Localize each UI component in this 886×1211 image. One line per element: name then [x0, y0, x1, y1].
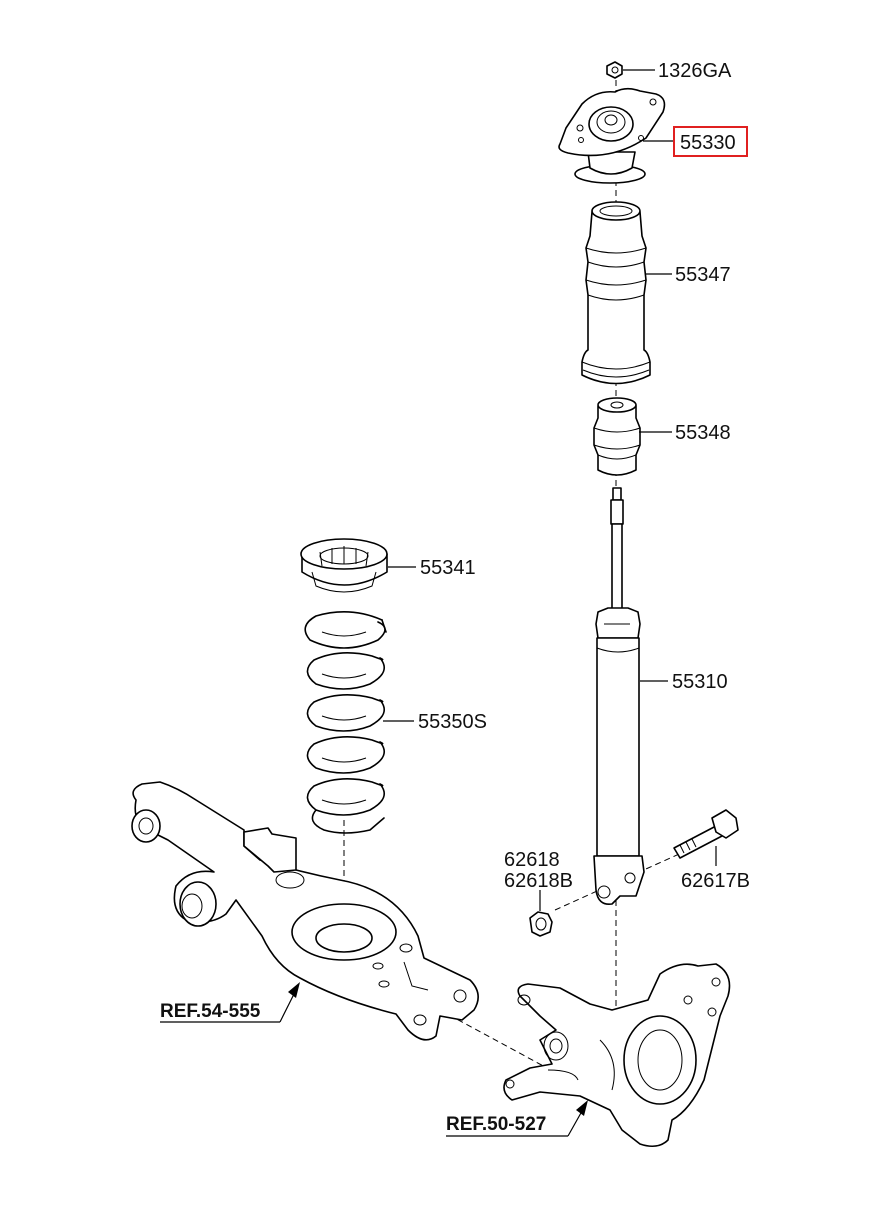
ref-arrow-54-555 [160, 982, 300, 1023]
rear-knuckle-part[interactable] [503, 963, 731, 1148]
ref-label-54-555[interactable]: REF.54-555 [160, 1001, 261, 1022]
nut-62618-part[interactable] [529, 911, 553, 937]
part-label-55310: 55310 [672, 671, 728, 693]
part-label-55350s: 55350S [418, 711, 487, 733]
ref-label-50-527[interactable]: REF.50-527 [446, 1114, 546, 1135]
part-label-55347: 55347 [675, 264, 731, 286]
dust-cover-55347-part[interactable] [581, 201, 651, 385]
bolt-62617b-part[interactable] [673, 809, 739, 859]
part-label-55341: 55341 [420, 557, 476, 579]
spring-pad-55341-part[interactable] [300, 538, 388, 593]
ref-arrow-50-527 [446, 1100, 588, 1137]
nut-1326ga-part[interactable] [606, 61, 623, 79]
part-label-1326ga: 1326GA [658, 60, 732, 82]
bump-stopper-55348-part[interactable] [593, 397, 641, 476]
shock-absorber-55310-part[interactable] [593, 487, 645, 906]
highlight-box [673, 126, 748, 157]
lower-control-arm-part[interactable] [131, 781, 479, 1041]
part-label-62617b: 62617B [681, 870, 750, 892]
part-label-55348: 55348 [675, 422, 731, 444]
part-label-62618: 62618 [504, 849, 560, 871]
strut-mount-55330-part[interactable] [558, 87, 666, 184]
part-label-55330[interactable]: 55330 [680, 132, 736, 154]
coil-spring-55350s-part[interactable] [304, 611, 387, 834]
part-label-62618b: 62618B [504, 870, 573, 892]
